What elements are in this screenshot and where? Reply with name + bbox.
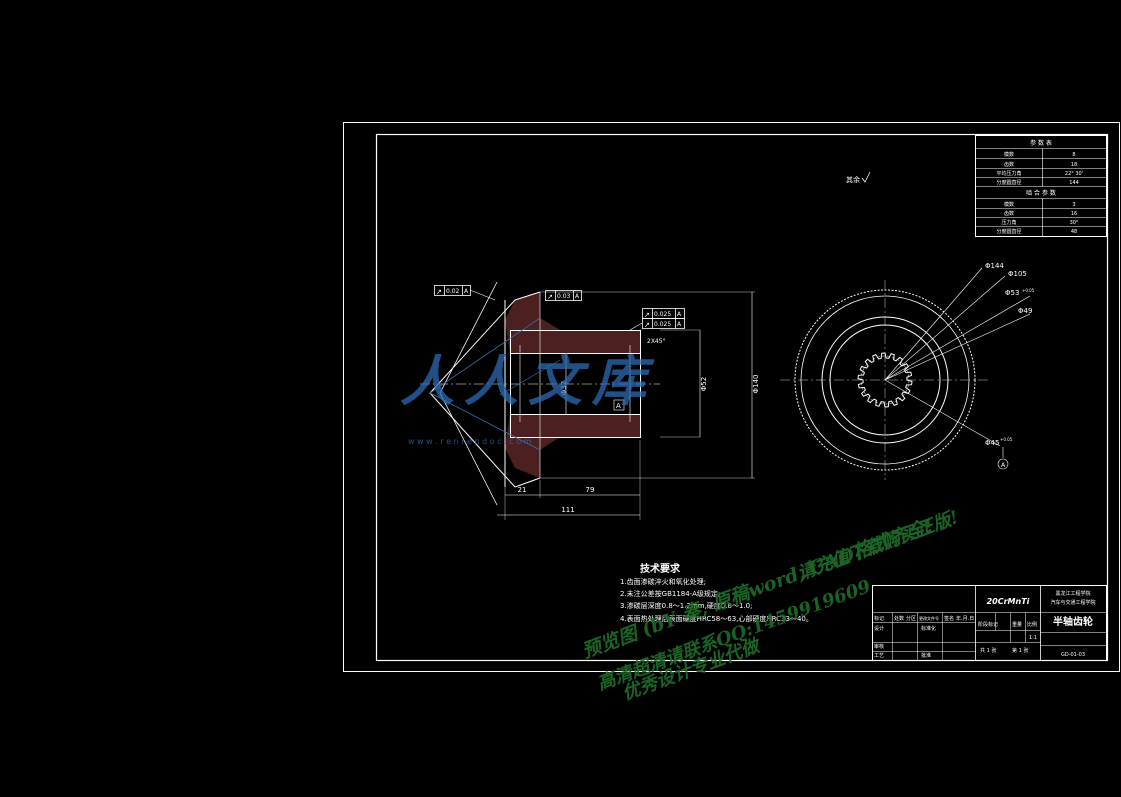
svg-text:签名: 签名 xyxy=(944,615,954,622)
mating-header: 啮 合 参 数 xyxy=(1026,189,1056,197)
side-view: ↗ 0.02 A ↗ 0.03 A ↗ 0.025 A ↗ 0.025 xyxy=(420,281,760,520)
svg-text:其余: 其余 xyxy=(846,175,860,184)
dim-front: Φ144 xyxy=(985,262,1004,270)
svg-text:审核: 审核 xyxy=(874,643,884,650)
svg-text:A: A xyxy=(575,293,580,300)
dim-bore: Φ32 xyxy=(560,381,568,395)
mating-label: 模数 xyxy=(1004,201,1014,208)
section-hatch-top xyxy=(505,292,640,353)
svg-text:重量: 重量 xyxy=(1012,621,1022,628)
svg-text:A: A xyxy=(677,321,682,328)
scale: 1:1 xyxy=(1029,635,1037,641)
param-label: 分度圆直径 xyxy=(996,179,1021,186)
svg-text:标记: 标记 xyxy=(874,615,884,622)
material: 20CrMnTi xyxy=(987,597,1030,606)
param-label: 齿数 xyxy=(1004,161,1014,168)
svg-text:0.025: 0.025 xyxy=(654,321,671,328)
school: 汽车与交通工程学院 xyxy=(1050,599,1095,606)
dim-len-total: 111 xyxy=(561,506,574,514)
dim-front: Φ49 xyxy=(1018,307,1032,315)
dim-outer: Φ140 xyxy=(752,375,760,394)
svg-text:w w w . r e n r e n d o c . c: w w w . r e n r e n d o c . c o m xyxy=(408,437,532,446)
part-name: 半轴齿轮 xyxy=(1053,615,1093,628)
dim-front: Φ53 xyxy=(1005,289,1019,297)
svg-text:标准化: 标准化 xyxy=(921,625,936,632)
watermark-logo: 人人文库 w w w . r e n r e n d o c . c o m xyxy=(400,349,656,446)
param-value: 18 xyxy=(1071,162,1077,168)
chamfer-label: 2X45° xyxy=(647,338,666,345)
svg-text:共 1 张: 共 1 张 xyxy=(980,647,996,654)
svg-text:批准: 批准 xyxy=(921,652,931,659)
svg-text:3.渗碳层深度0.8～1.2mm,硬度0.8～1.0;: 3.渗碳层深度0.8～1.2mm,硬度0.8～1.0; xyxy=(620,601,752,610)
spline-bore xyxy=(857,352,913,408)
svg-text:↗: ↗ xyxy=(644,311,650,319)
svg-text:↗: ↗ xyxy=(644,321,650,329)
school: 黑龙江工程学院 xyxy=(1055,590,1090,597)
mating-value: 3 xyxy=(1072,202,1075,208)
svg-text:第 1 张: 第 1 张 xyxy=(1012,647,1028,654)
dim-front: Φ45 xyxy=(985,439,999,447)
roughness-note: 其余 xyxy=(846,171,871,184)
svg-text:↗: ↗ xyxy=(547,293,553,301)
svg-text:阶段标记: 阶段标记 xyxy=(978,621,998,628)
front-view: Φ144 Φ105 Φ53 +0.05 Φ49 Φ45 +0.05 A xyxy=(780,262,1035,480)
dim-len-a: 21 xyxy=(518,486,527,494)
tolerance-frame: ↗ 0.02 A xyxy=(434,285,496,301)
svg-text:请充值下载购买正版!: 请充值下载购买正版! xyxy=(795,507,962,585)
svg-text:2.未注公差按GB1184-A级规定;: 2.未注公差按GB1184-A级规定; xyxy=(620,589,720,598)
svg-text:1.齿面渗碳淬火和氧化处理;: 1.齿面渗碳淬火和氧化处理; xyxy=(620,577,706,586)
svg-text:A: A xyxy=(616,402,621,410)
dim-shoulder: Φ52 xyxy=(700,377,708,391)
dim-front: Φ105 xyxy=(1008,270,1027,278)
mating-value: 16 xyxy=(1071,211,1077,217)
param-label: 模数 xyxy=(1004,151,1014,158)
svg-text:年.月.日: 年.月.日 xyxy=(956,615,974,622)
svg-text:技术要求: 技术要求 xyxy=(640,562,681,575)
tolerance-frame: ↗ 0.025 A xyxy=(642,308,685,319)
inner-border xyxy=(375,133,1109,662)
svg-text:更改文件号: 更改文件号 xyxy=(919,615,939,621)
tech-requirements: 技术要求 1.齿面渗碳淬火和氧化处理; 2.未注公差按GB1184-A级规定; … xyxy=(620,562,813,623)
tolerance-frame: ↗ 0.025 A xyxy=(629,318,685,331)
section-hatch-bottom xyxy=(505,414,640,478)
svg-text:分区: 分区 xyxy=(906,615,916,622)
dim-len-b: 79 xyxy=(586,486,595,494)
params-table: 参 数 表 模数 8 齿数 18 平均压力角 22° 30' 分度圆直径 144… xyxy=(975,135,1107,237)
param-value: 8 xyxy=(1072,152,1075,158)
drawing-no: GD-01-03 xyxy=(1061,652,1085,658)
svg-text:↗: ↗ xyxy=(436,288,442,296)
svg-text:工艺: 工艺 xyxy=(874,653,884,659)
param-label: 平均压力角 xyxy=(996,170,1021,177)
param-value: 144 xyxy=(1069,180,1079,186)
svg-text:0.025: 0.025 xyxy=(654,311,671,318)
svg-text:0.02: 0.02 xyxy=(446,288,460,295)
svg-text:处数: 处数 xyxy=(894,615,904,622)
datum-marker: A xyxy=(613,399,625,411)
dim-front-tol: +0.05 xyxy=(1022,288,1035,293)
svg-text:4.表面热处理后表面硬度HRC58～63,心部硬度HRC33: 4.表面热处理后表面硬度HRC58～63,心部硬度HRC33～40。 xyxy=(620,614,813,623)
mating-value: 30° xyxy=(1070,220,1079,226)
svg-text:0.03: 0.03 xyxy=(557,293,571,300)
svg-text:人人文库: 人人文库 xyxy=(400,349,656,413)
dim-front-tol: +0.05 xyxy=(1000,437,1013,442)
svg-text:设计: 设计 xyxy=(874,625,884,632)
params-header: 参 数 表 xyxy=(1030,139,1052,147)
datum-marker: A xyxy=(1001,462,1006,469)
svg-text:A: A xyxy=(677,311,682,318)
svg-text:比例: 比例 xyxy=(1027,621,1037,628)
tolerance-frame: ↗ 0.03 A xyxy=(545,290,582,301)
param-value: 22° 30' xyxy=(1065,171,1083,177)
mating-label: 压力角 xyxy=(1001,219,1016,226)
svg-text:A: A xyxy=(464,288,469,295)
outer-border xyxy=(343,122,1120,672)
mating-label: 分度圆直径 xyxy=(996,228,1021,235)
title-block: 标记 处数 分区 更改文件号 签名 年.月.日 设计 标准化 审核 工艺 批准 … xyxy=(872,585,1107,661)
mating-value: 48 xyxy=(1071,229,1077,235)
mating-label: 齿数 xyxy=(1004,210,1014,217)
